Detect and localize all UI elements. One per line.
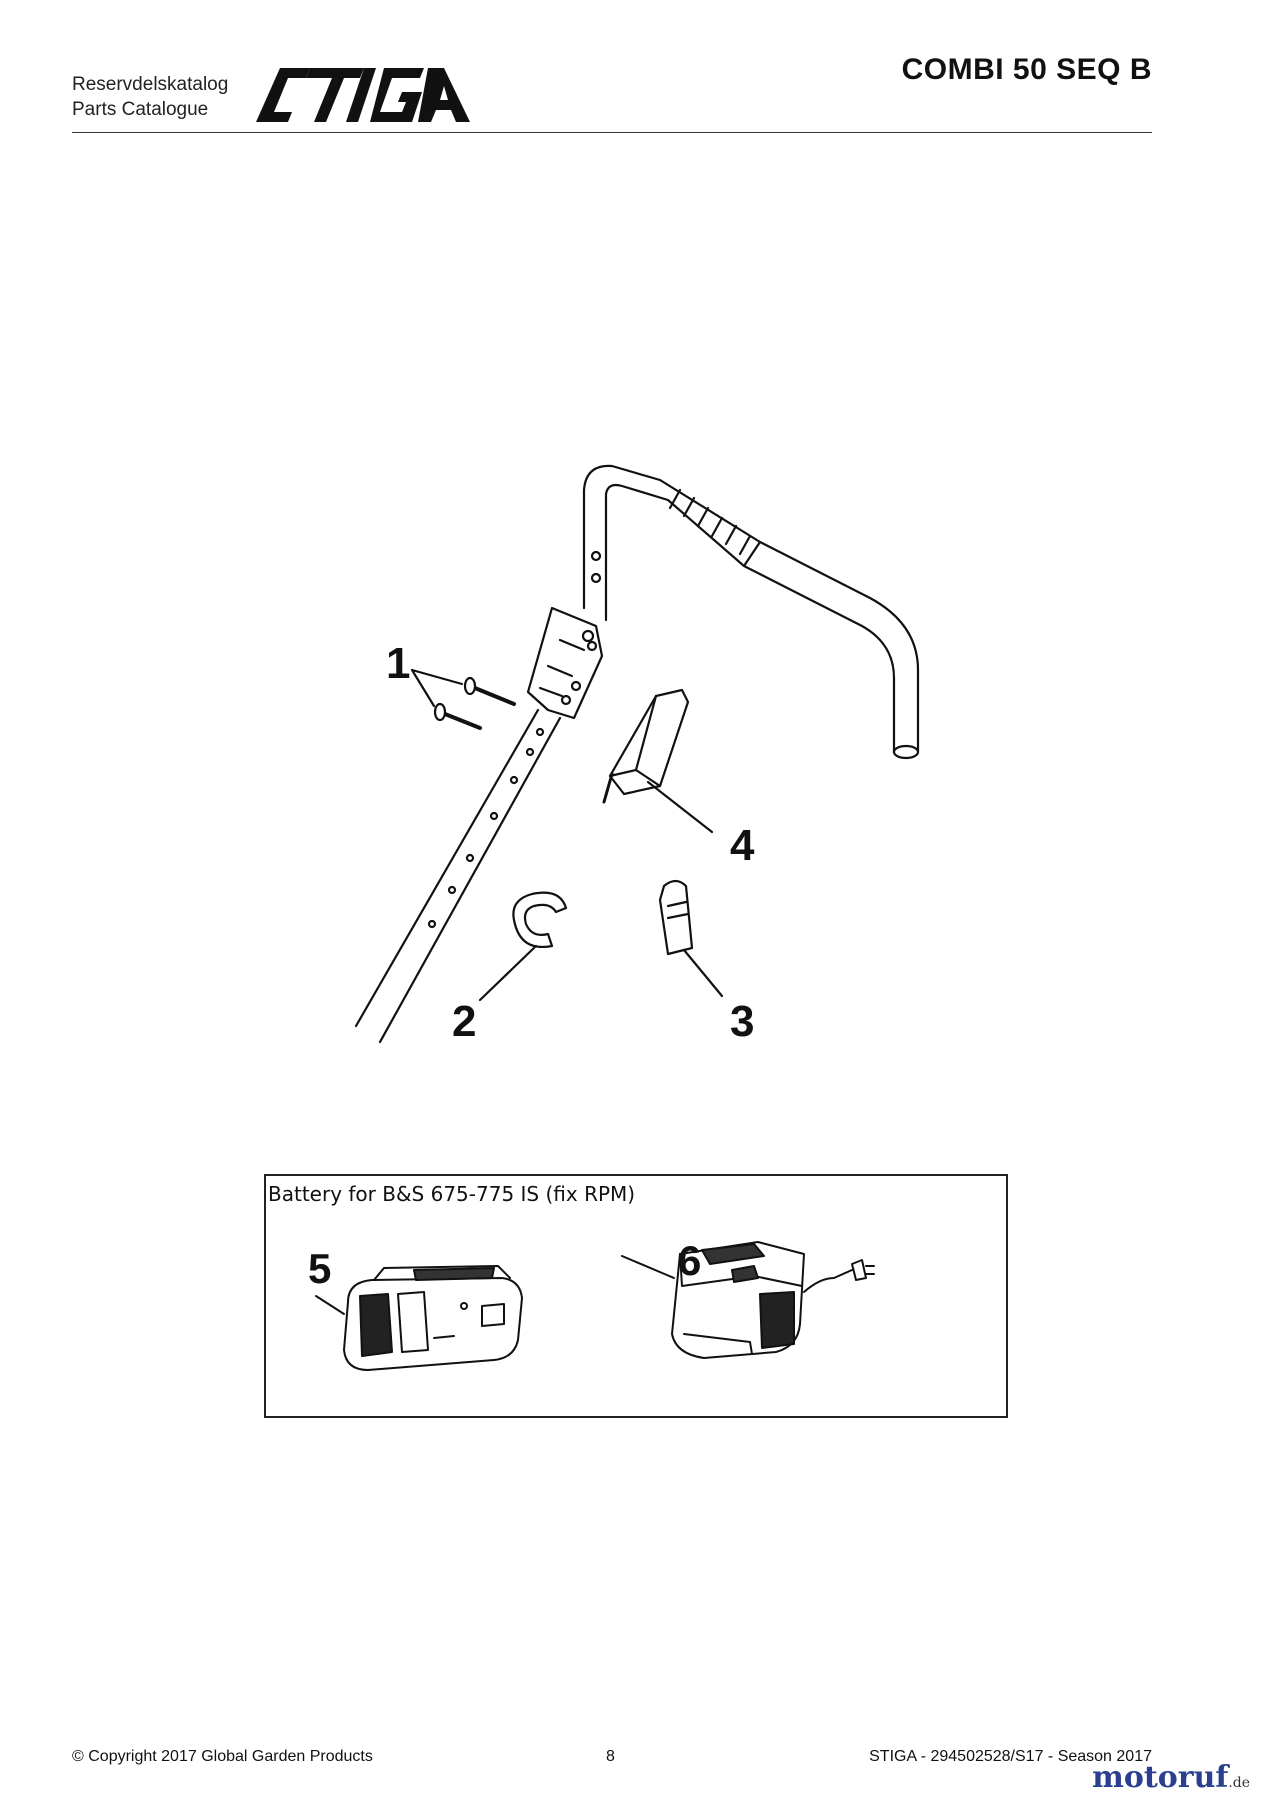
part-2-clip <box>512 891 568 949</box>
part-4-leader <box>646 780 714 834</box>
part-3-leader <box>682 948 724 998</box>
motoruf-watermark: motoruf.de <box>1092 1760 1250 1795</box>
catalogue-title-swedish: Reservdelskatalog <box>72 74 229 95</box>
callout-5-leader <box>315 1295 345 1315</box>
lower-bar-right-edge <box>378 716 562 1044</box>
catalogue-title-english: Parts Catalogue <box>72 99 209 120</box>
callout-3: 3 <box>730 997 755 1046</box>
battery-section-frame <box>264 1174 1008 1418</box>
charger-icon <box>671 1241 875 1359</box>
footer-page-number: 8 <box>606 1748 615 1765</box>
catalogue-title: Reservdelskatalog Parts Catalogue <box>72 72 228 122</box>
handle-bracket <box>526 606 604 720</box>
screw-lower <box>438 710 482 730</box>
handle-grip <box>658 478 762 568</box>
header-divider <box>72 132 1152 133</box>
battery-section-title: Battery for B&S 675-775 IS (fix RPM) <box>268 1182 636 1206</box>
battery-pack-icon <box>343 1265 523 1371</box>
model-title: COMBI 50 SEQ B <box>901 53 1152 86</box>
callout-4: 4 <box>730 821 755 870</box>
footer-copyright: © Copyright 2017 Global Garden Products <box>72 1748 373 1765</box>
callout-2: 2 <box>452 997 477 1046</box>
stiga-logo <box>256 68 470 122</box>
footer-document-ref: STIGA - 294502528/S17 - Season 2017 <box>869 1748 1152 1765</box>
screw-upper <box>468 684 516 706</box>
lower-bar-left-edge <box>354 708 540 1028</box>
battery-and-charger-illustration <box>315 1241 875 1371</box>
handle-exploded-diagram <box>354 464 920 1044</box>
callout-5: 5 <box>308 1245 332 1292</box>
watermark-domain: .de <box>1228 1775 1250 1791</box>
callout-6: 6 <box>678 1237 702 1284</box>
watermark-name: motoruf <box>1092 1760 1229 1795</box>
upper-handle-left <box>582 464 662 610</box>
part-2-leader <box>478 944 538 1002</box>
callout-6-leader <box>621 1255 675 1279</box>
callout-1: 1 <box>386 639 411 688</box>
